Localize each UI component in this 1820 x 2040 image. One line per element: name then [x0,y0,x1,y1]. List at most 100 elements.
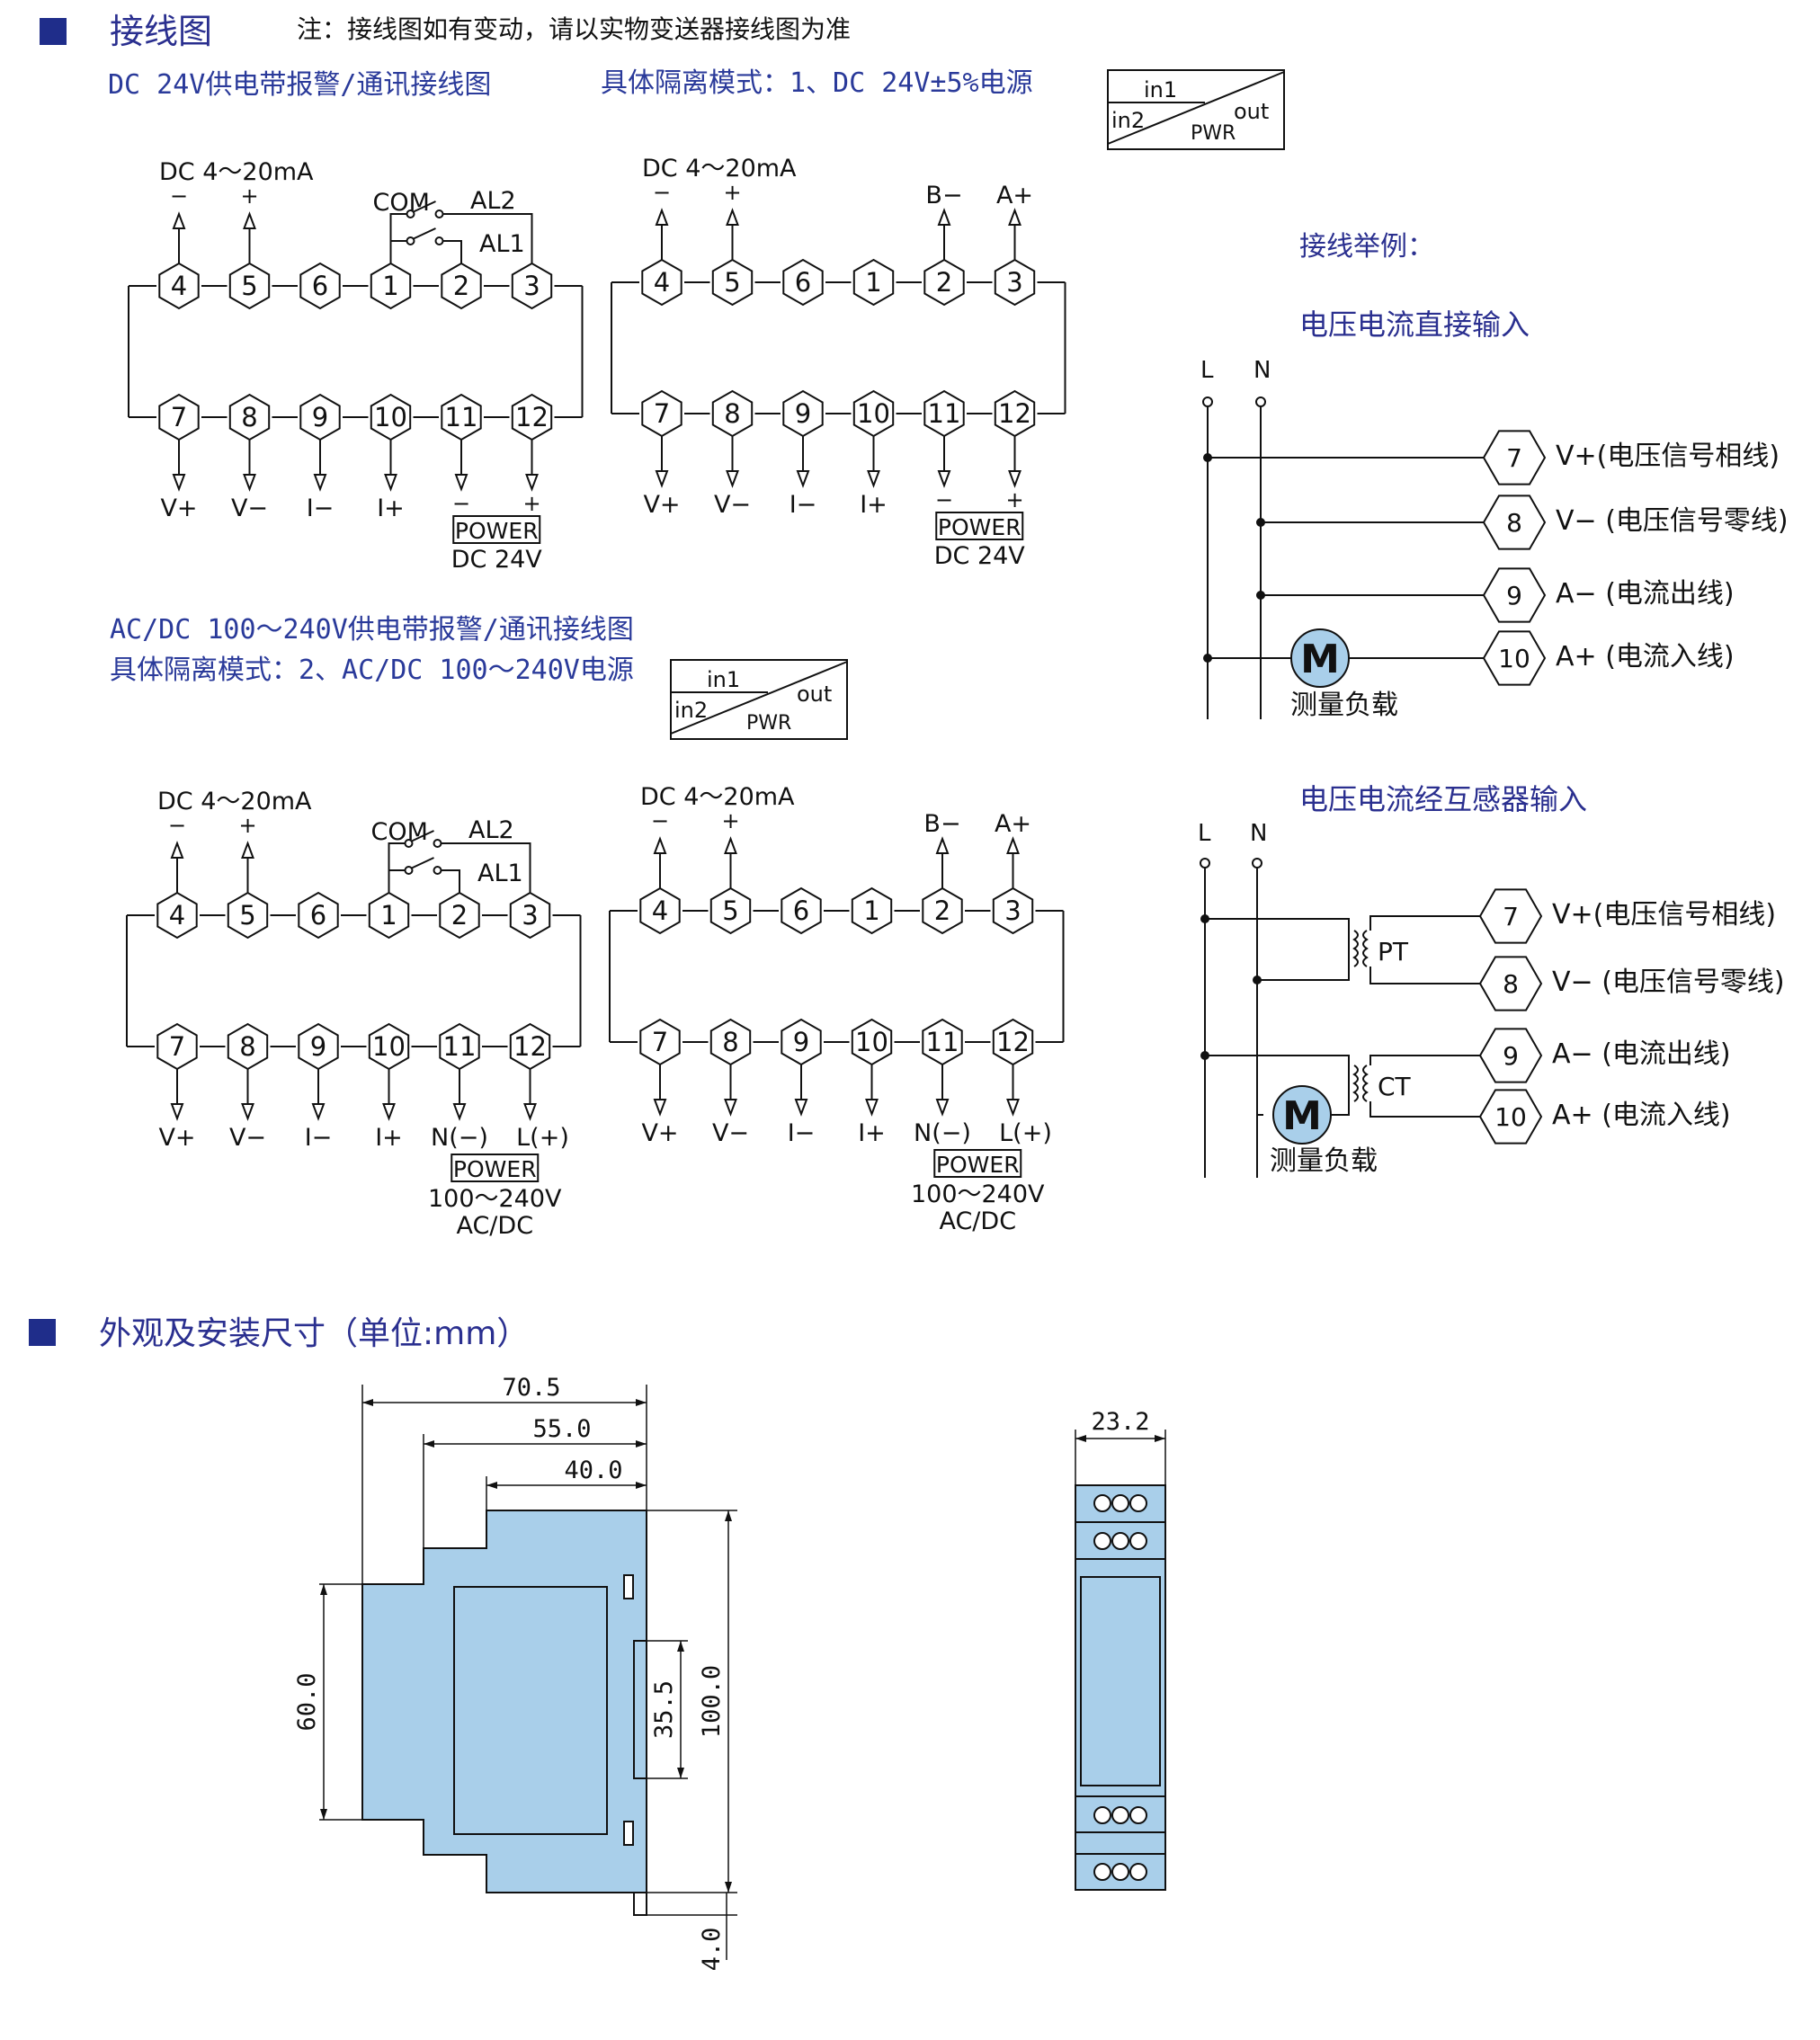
terminal-label: 7 [171,402,187,432]
wire [442,213,533,263]
arrow-down-icon [794,1099,808,1117]
power-box [452,515,541,544]
ct-coil-icon [1352,1065,1359,1102]
motor-icon [1272,1085,1332,1145]
arrow-up-icon [653,836,667,854]
plus-sign: + [238,813,256,838]
terminal-label: 12 [515,402,549,432]
junction-dot [1203,654,1212,663]
terminal-4 [641,258,682,307]
power-box [451,1154,540,1182]
screw-icon [1129,1806,1147,1824]
b-minus-label: B− [925,182,962,209]
dimension-label: 23.2 [1091,1408,1149,1436]
terminal-dot [1252,858,1262,869]
output-label: V+ [158,1124,195,1152]
mode1-heading: DC 24V供电带报警/通讯接线图 [108,69,491,101]
arrow-down-icon [241,1103,254,1121]
section-marker-icon [40,18,67,45]
terminal-10 [1482,630,1547,686]
clip-slot [623,1821,634,1846]
ct-label: CT [1378,1072,1412,1101]
screw-icon [1093,1532,1111,1550]
terminal-5 [227,891,269,940]
terminal-label: 10 [1498,644,1530,673]
power-label: POWER [936,1152,1020,1178]
output-label: I− [790,491,817,519]
dimension-label: 70.5 [502,1374,560,1402]
screw-icon [1111,1532,1129,1550]
terminal-label: 7 [1506,443,1522,473]
input-label: DC 4～20mA [159,158,314,186]
front-window [1080,1576,1161,1786]
terminal-5 [711,258,754,307]
power-label: POWER [455,518,539,544]
terminal-2 [439,891,480,940]
arrow-icon [636,1440,647,1448]
plus-sign: + [723,180,741,205]
arrow-up-icon [726,208,739,226]
neutral-label: N [1253,357,1271,384]
arrow-down-icon [382,1103,396,1121]
terminal-6 [781,886,822,935]
terminal-9 [1482,567,1547,623]
contact-dot [433,839,442,848]
output-label: I+ [377,494,405,522]
terminal-7 [1478,888,1543,944]
terminal-label: 6 [793,895,809,926]
terminal-label: 2 [453,271,469,301]
screw-icon [1129,1494,1147,1512]
terminal-label: 9 [1506,581,1522,610]
power-box [935,512,1024,540]
pt-coil-icon [1362,930,1369,967]
svg-text:in2: in2 [674,698,708,723]
terminal-10 [1478,1089,1543,1145]
output-label: V− [229,1124,266,1152]
arrow-down-icon [384,474,397,492]
arrow-up-icon [655,208,669,226]
arrow-up-icon [241,841,254,859]
plus-sign: + [522,491,540,516]
line-label: L [1200,357,1214,384]
terminal-6 [298,891,339,940]
terminal-label: 9 [1503,1041,1519,1071]
arrow-down-icon [796,470,810,488]
signal-label: A+ (电流入线) [1556,641,1735,673]
live-label: L(+) [516,1124,569,1152]
terminal-label: 4 [169,900,185,931]
a-plus-label: A+ [996,182,1033,209]
svg-text:PWR: PWR [746,712,791,735]
minus-sign: − [653,180,671,205]
contact-dot [434,209,444,218]
arrow-down-icon [172,474,186,492]
signal-label: A+ (电流入线) [1552,1100,1731,1131]
terminal-label: 3 [522,900,538,931]
front-panel [453,1586,608,1835]
terminal-label: 3 [523,271,540,301]
terminal-7 [1482,430,1547,486]
plus-sign: + [240,183,258,209]
power-label: POWER [453,1156,537,1182]
arrow-down-icon [937,470,951,488]
arrow-icon [725,1510,732,1521]
terminal-4 [156,891,198,940]
output-label: V+ [643,491,680,519]
ct-coil-icon [1362,1065,1369,1102]
mode2-isolation: 具体隔离模式：2、AC/DC 100～240V电源 [110,655,634,686]
arrow-down-icon [655,470,669,488]
isolation-box-2: in1 in2 out PWR [670,659,848,740]
wire [1205,918,1350,981]
terminal-2 [923,258,965,307]
output-label: I− [305,1124,333,1152]
signal-label: A− (电流出线) [1552,1038,1731,1070]
signal-label: V+(电压信号相线) [1552,899,1776,931]
svg-text:out: out [797,681,832,707]
terminal-dot [1202,396,1213,407]
terminal-dot [1255,396,1266,407]
neutral-label: N(−) [431,1124,488,1152]
